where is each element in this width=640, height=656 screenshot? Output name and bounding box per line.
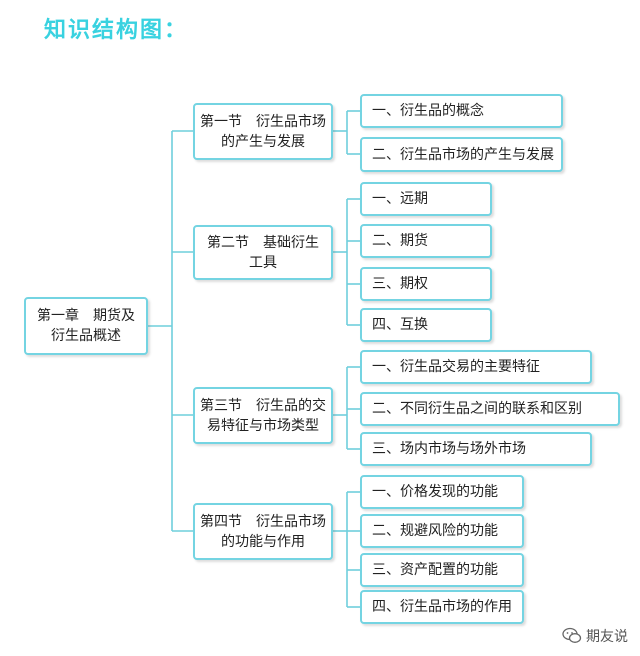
item-node: 四、衍生品市场的作用 — [360, 590, 524, 624]
section-node-4: 第四节 衍生品市场 的功能与作用 — [193, 503, 333, 560]
item-node-label: 一、远期 — [372, 191, 428, 207]
item-node: 一、远期 — [360, 182, 492, 216]
section-node-3: 第三节 衍生品的交 易特征与市场类型 — [193, 387, 333, 444]
item-node: 一、价格发现的功能 — [360, 475, 524, 509]
section-node-label: 第二节 基础衍生 工具 — [207, 234, 319, 271]
wechat-icon — [562, 627, 582, 645]
item-node: 四、互换 — [360, 308, 492, 342]
watermark: 期友说 — [562, 626, 628, 646]
section-node-2: 第二节 基础衍生 工具 — [193, 225, 333, 280]
section-node-1: 第一节 衍生品市场 的产生与发展 — [193, 103, 333, 160]
root-node-label: 第一章 期货及 衍生品概述 — [37, 308, 135, 344]
item-node-label: 四、互换 — [372, 317, 428, 333]
item-node: 三、场内市场与场外市场 — [360, 432, 592, 466]
section-node-label: 第三节 衍生品的交 易特征与市场类型 — [200, 397, 326, 434]
item-node: 三、期权 — [360, 267, 492, 301]
item-node-label: 一、价格发现的功能 — [372, 484, 498, 500]
item-node-label: 三、资产配置的功能 — [372, 562, 498, 578]
item-node: 二、规避风险的功能 — [360, 514, 524, 548]
item-node: 一、衍生品交易的主要特征 — [360, 350, 592, 384]
section-node-label: 第四节 衍生品市场 的功能与作用 — [200, 513, 326, 550]
item-node-label: 二、不同衍生品之间的联系和区别 — [372, 401, 582, 417]
item-node: 二、期货 — [360, 224, 492, 258]
item-node: 二、不同衍生品之间的联系和区别 — [360, 392, 620, 426]
item-node-label: 一、衍生品交易的主要特征 — [372, 359, 540, 375]
item-node-label: 一、衍生品的概念 — [372, 103, 484, 119]
root-node: 第一章 期货及 衍生品概述 — [24, 297, 148, 355]
section-node-label: 第一节 衍生品市场 的产生与发展 — [200, 113, 326, 150]
item-node-label: 三、场内市场与场外市场 — [372, 441, 526, 457]
item-node: 二、衍生品市场的产生与发展 — [360, 137, 563, 172]
item-node-label: 二、衍生品市场的产生与发展 — [372, 146, 554, 163]
item-node-label: 四、衍生品市场的作用 — [372, 599, 512, 615]
page-title: 知识结构图： — [44, 18, 189, 43]
item-node: 一、衍生品的概念 — [360, 94, 563, 128]
watermark-text: 期友说 — [586, 629, 628, 645]
item-node-label: 二、期货 — [372, 233, 428, 249]
item-node-label: 三、期权 — [372, 276, 428, 292]
item-node: 三、资产配置的功能 — [360, 553, 524, 587]
item-node-label: 二、规避风险的功能 — [372, 523, 498, 539]
